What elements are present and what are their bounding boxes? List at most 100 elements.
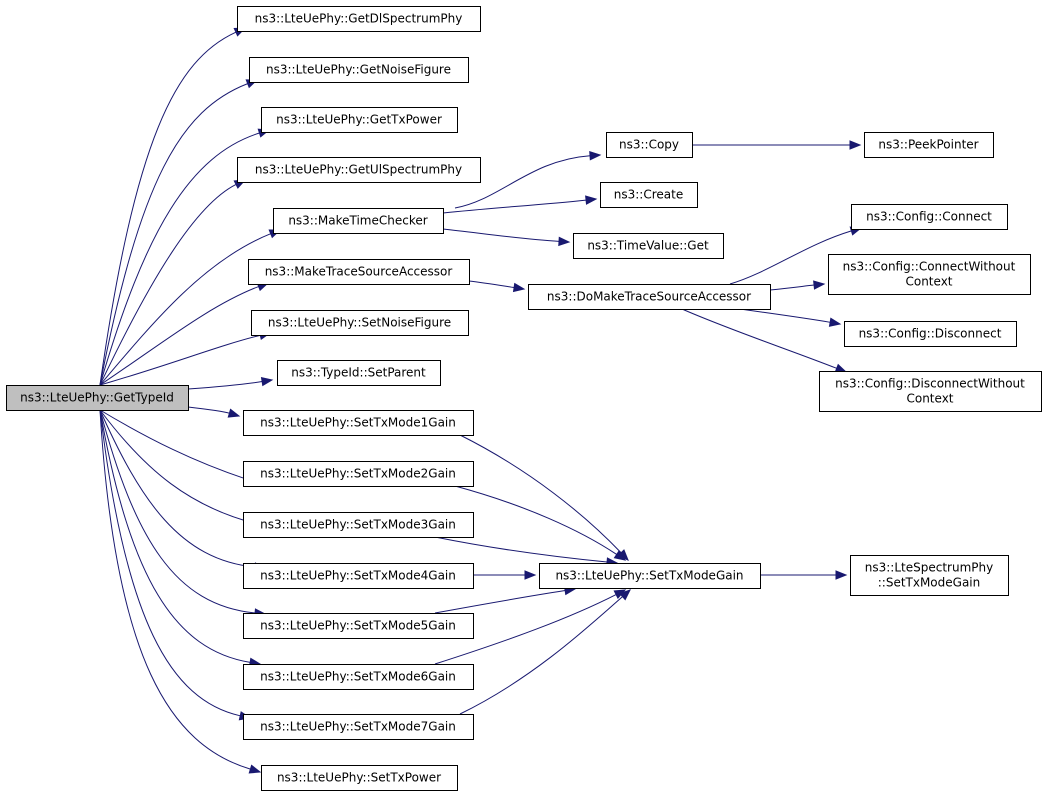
node-box: [844, 321, 1017, 347]
node-set-tx-mode1-gain[interactable]: ns3::LteUePhy::SetTxMode1Gain: [243, 410, 474, 436]
edge-line: [442, 228, 560, 242]
arrowhead-icon: [248, 764, 262, 774]
edge-doMakeTraceSourceAccessor-to-configConnectWithoutContext: [769, 280, 826, 291]
node-label: ns3::Copy: [619, 138, 679, 152]
node-copy[interactable]: ns3::Copy: [606, 132, 693, 158]
node-box: [261, 765, 458, 791]
node-box: [243, 410, 474, 436]
node-box: [237, 6, 481, 32]
edge-setTxMode1Gain-to-setTxModeGain: [459, 434, 629, 561]
arrowhead-icon: [849, 140, 862, 150]
edge-line: [739, 308, 831, 323]
edge-doMakeTraceSourceAccessor-to-configDisconnectWithoutContext: [681, 308, 848, 373]
node-label: ns3::DoMakeTraceSourceAccessor: [547, 290, 751, 304]
arrowhead-icon: [835, 570, 848, 580]
node-label: ns3::LteUePhy::SetTxModeGain: [555, 569, 743, 583]
node-set-tx-mode-gain[interactable]: ns3::LteUePhy::SetTxModeGain: [539, 563, 761, 589]
edge-makeTraceSourceAccessor-to-doMakeTraceSourceAccessor: [468, 280, 526, 293]
node-box: [243, 461, 474, 487]
edge-setTxModeGain-to-lteSpectrumPhySetTxModeGain: [760, 570, 848, 580]
node-set-tx-power[interactable]: ns3::LteUePhy::SetTxPower: [261, 765, 458, 791]
node-make-trace-source-accessor[interactable]: ns3::MakeTraceSourceAccessor: [248, 259, 470, 285]
node-label: ns3::LteUePhy::GetTypeId: [20, 391, 174, 405]
node-set-tx-mode2-gain[interactable]: ns3::LteUePhy::SetTxMode2Gain: [243, 461, 474, 487]
edge-line: [434, 594, 617, 665]
node-label: ns3::LteSpectrumPhy: [865, 561, 993, 575]
node-label: ns3::MakeTraceSourceAccessor: [265, 265, 453, 279]
node-set-tx-mode3-gain[interactable]: ns3::LteUePhy::SetTxMode3Gain: [243, 512, 474, 538]
edge-line: [99, 409, 251, 770]
arrowhead-icon: [619, 589, 632, 601]
node-make-time-checker[interactable]: ns3::MakeTimeChecker: [273, 208, 444, 234]
edge-layer: [99, 27, 863, 774]
node-get-ul-spectrum-phy[interactable]: ns3::LteUePhy::GetUlSpectrumPhy: [237, 157, 481, 183]
node-label: ns3::PeekPointer: [878, 138, 978, 152]
node-label: ns3::LteUePhy::SetNoiseFigure: [268, 316, 451, 330]
node-label: ns3::LteUePhy::GetNoiseFigure: [266, 63, 451, 77]
arrowhead-icon: [524, 570, 537, 580]
node-set-tx-mode7-gain[interactable]: ns3::LteUePhy::SetTxMode7Gain: [243, 714, 474, 740]
node-create[interactable]: ns3::Create: [600, 182, 698, 208]
edge-makeTimeChecker-to-create: [442, 195, 598, 214]
node-set-tx-mode6-gain[interactable]: ns3::LteUePhy::SetTxMode6Gain: [243, 664, 474, 690]
node-box: [850, 555, 1009, 596]
edge-line: [99, 132, 260, 386]
node-label: ns3::MakeTimeChecker: [288, 214, 427, 228]
edge-copy-to-peekPointer: [692, 140, 862, 150]
edge-root-to-getUlSpectrumPhy: [99, 179, 247, 386]
node-set-tx-mode4-gain[interactable]: ns3::LteUePhy::SetTxMode4Gain: [243, 563, 474, 589]
node-box: [600, 182, 698, 208]
arrowhead-icon: [512, 282, 526, 293]
node-label: ns3::LteUePhy::SetTxMode2Gain: [260, 467, 456, 481]
node-label: ns3::Create: [614, 188, 683, 202]
edge-root-to-setNoiseFigure: [99, 330, 272, 386]
node-config-connect[interactable]: ns3::Config::Connect: [851, 204, 1008, 230]
node-box: [243, 563, 474, 589]
edge-line: [769, 284, 815, 291]
node-set-noise-figure[interactable]: ns3::LteUePhy::SetNoiseFigure: [251, 310, 469, 336]
edge-root-to-getNoiseFigure: [99, 79, 259, 386]
node-label: ns3::Config::Disconnect: [859, 327, 1002, 341]
node-label: ::SetTxModeGain: [878, 576, 981, 590]
node-label: ns3::LteUePhy::GetTxPower: [276, 113, 442, 127]
node-get-dl-spectrum-phy[interactable]: ns3::LteUePhy::GetDlSpectrumPhy: [237, 6, 481, 32]
edge-doMakeTraceSourceAccessor-to-configDisconnect: [739, 308, 842, 327]
edge-line: [468, 280, 515, 289]
edge-line: [99, 31, 237, 386]
edge-line: [99, 184, 237, 386]
node-get-tx-power[interactable]: ns3::LteUePhy::GetTxPower: [261, 107, 458, 133]
edge-line: [99, 334, 261, 386]
node-label: ns3::LteUePhy::SetTxMode5Gain: [260, 619, 456, 633]
node-box: [243, 714, 474, 740]
node-label: ns3::LteUePhy::SetTxPower: [277, 771, 441, 785]
node-box: [237, 157, 481, 183]
node-label: ns3::LteUePhy::SetTxMode7Gain: [260, 720, 456, 734]
node-box: [851, 204, 1008, 230]
node-box: [273, 208, 444, 234]
edge-line: [454, 485, 617, 555]
edge-line: [99, 409, 256, 568]
node-get-noise-figure[interactable]: ns3::LteUePhy::GetNoiseFigure: [249, 57, 469, 83]
node-layer: ns3::LteUePhy::GetTypeId ns3::LteUePhy::G…: [6, 6, 1042, 791]
node-box: [573, 233, 724, 259]
node-label: ns3::LteUePhy::GetUlSpectrumPhy: [255, 163, 462, 177]
arrowhead-icon: [834, 363, 848, 373]
node-label: ns3::LteUePhy::SetTxMode4Gain: [260, 569, 456, 583]
node-time-value-get[interactable]: ns3::TimeValue::Get: [573, 233, 724, 259]
arrowhead-icon: [585, 195, 598, 205]
node-box: [864, 132, 994, 158]
edge-root-to-setTxMode1Gain: [187, 406, 241, 418]
node-lte-spectrum-phy-set-tx-mode-gain[interactable]: ns3::LteSpectrumPhy::SetTxModeGain: [850, 555, 1009, 596]
node-set-parent[interactable]: ns3::TypeId::SetParent: [277, 360, 441, 386]
edge-root-to-setTxMode4Gain: [99, 409, 267, 572]
arrowhead-icon: [558, 236, 571, 247]
node-set-tx-mode5-gain[interactable]: ns3::LteUePhy::SetTxMode5Gain: [243, 613, 474, 639]
node-do-make-trace-source-accessor[interactable]: ns3::DoMakeTraceSourceAccessor: [528, 284, 771, 310]
edge-setTxMode2Gain-to-setTxModeGain: [454, 485, 627, 561]
node-config-disconnect[interactable]: ns3::Config::Disconnect: [844, 321, 1017, 347]
node-box: [248, 259, 470, 285]
edge-line: [99, 409, 251, 663]
node-peek-pointer[interactable]: ns3::PeekPointer: [864, 132, 994, 158]
